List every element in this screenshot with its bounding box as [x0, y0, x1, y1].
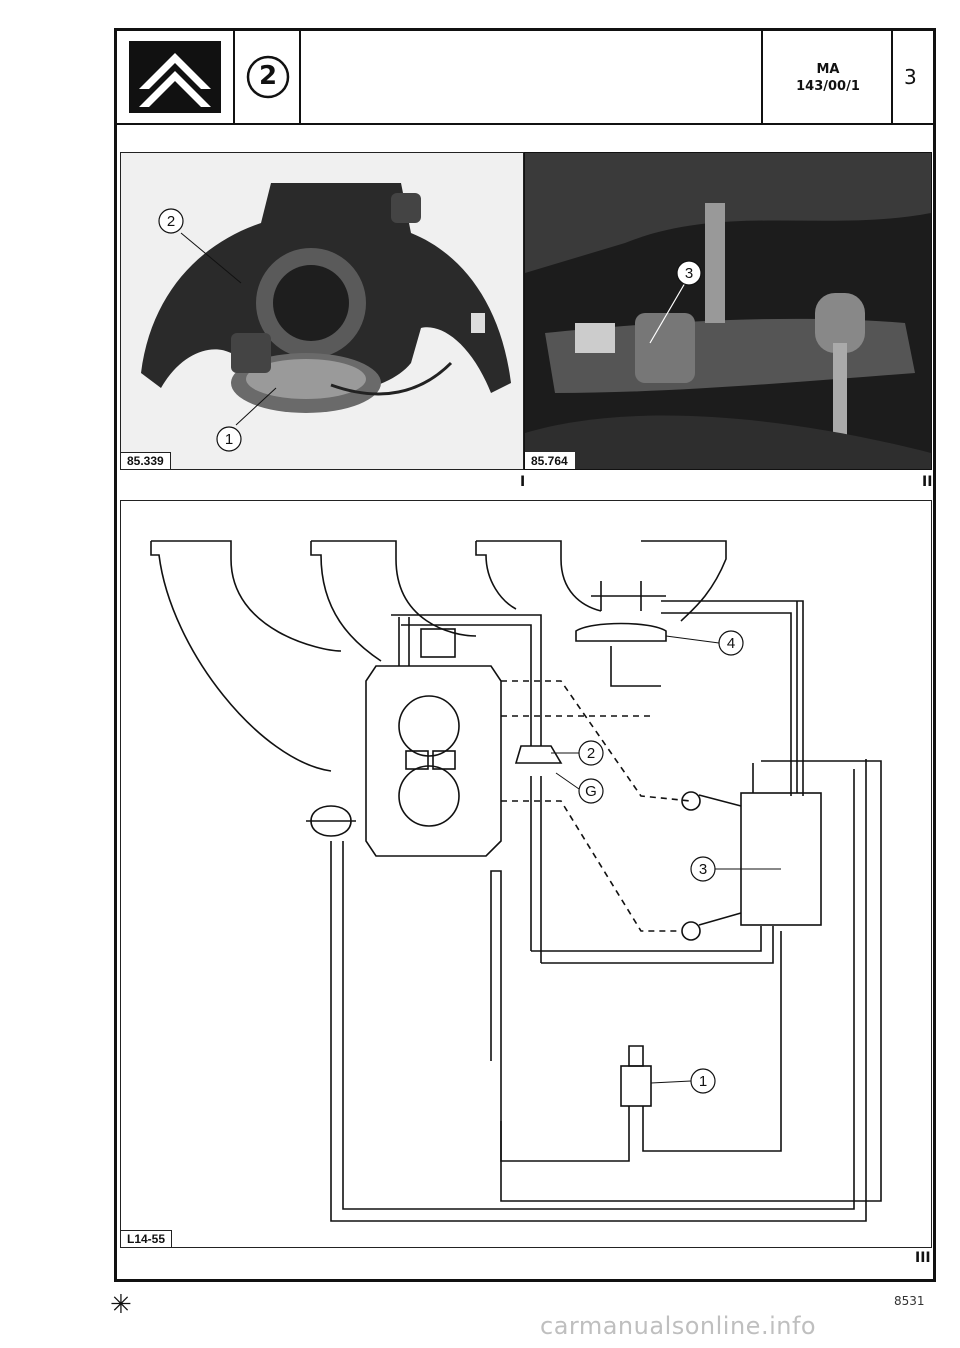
photo1-ref-label: 85.339 [121, 452, 171, 469]
vacuum-circuit-diagram: 4 2 G 3 1 [150, 540, 882, 1222]
logo-cell [117, 31, 235, 123]
watermark-text: carmanualsonline.info [540, 1312, 817, 1340]
page-frame: 2 MA 143/00/1 3 [114, 28, 936, 1282]
diagram-ref-label: L14-55 [121, 1230, 173, 1247]
photo2-callout-3: 3 [685, 265, 693, 282]
figure-numeral-I: I [520, 474, 526, 490]
figure-numeral-II: II [922, 474, 933, 490]
photo-85-764: 3 85.764 [524, 152, 932, 470]
diagram-callout-4: 4 [727, 635, 735, 652]
page-number: 3 [904, 65, 917, 89]
figure-numeral-III: III [915, 1250, 931, 1266]
header-divider [117, 123, 933, 125]
diagram-callout-2: 2 [587, 745, 595, 762]
photo2-ref-label: 85.764 [525, 452, 575, 469]
page-number-cell: 3 [893, 31, 933, 123]
asterisk-mark: ✳ [110, 1290, 132, 1320]
section-badge-cell: 2 [235, 31, 301, 123]
citroen-logo-icon [129, 41, 221, 113]
diagram-l14-55: 4 2 G 3 1 L14-55 [120, 500, 932, 1248]
photo-85-339: 2 1 85.339 [120, 152, 524, 470]
section-badge-number: 2 [258, 61, 278, 91]
photo1-callout-2: 2 [167, 213, 175, 230]
title-cell [301, 31, 763, 123]
photo1-callout-1: 1 [225, 431, 233, 448]
diagram-callout-G: G [585, 783, 597, 800]
photo-manifold-image: 2 1 [121, 153, 523, 469]
doc-code-line-1: MA [816, 62, 840, 77]
doc-code: MA 143/00/1 [763, 61, 893, 95]
photo-engine-bay-image: 3 [525, 153, 931, 469]
doc-code-line-2: 143/00/1 [796, 79, 860, 94]
diagram-callout-1: 1 [699, 1073, 707, 1090]
doc-code-cell: MA 143/00/1 [763, 31, 893, 123]
footer-page-code: 8531 [894, 1294, 925, 1308]
badge-circle-icon [246, 55, 290, 99]
diagram-callout-3: 3 [699, 861, 707, 878]
